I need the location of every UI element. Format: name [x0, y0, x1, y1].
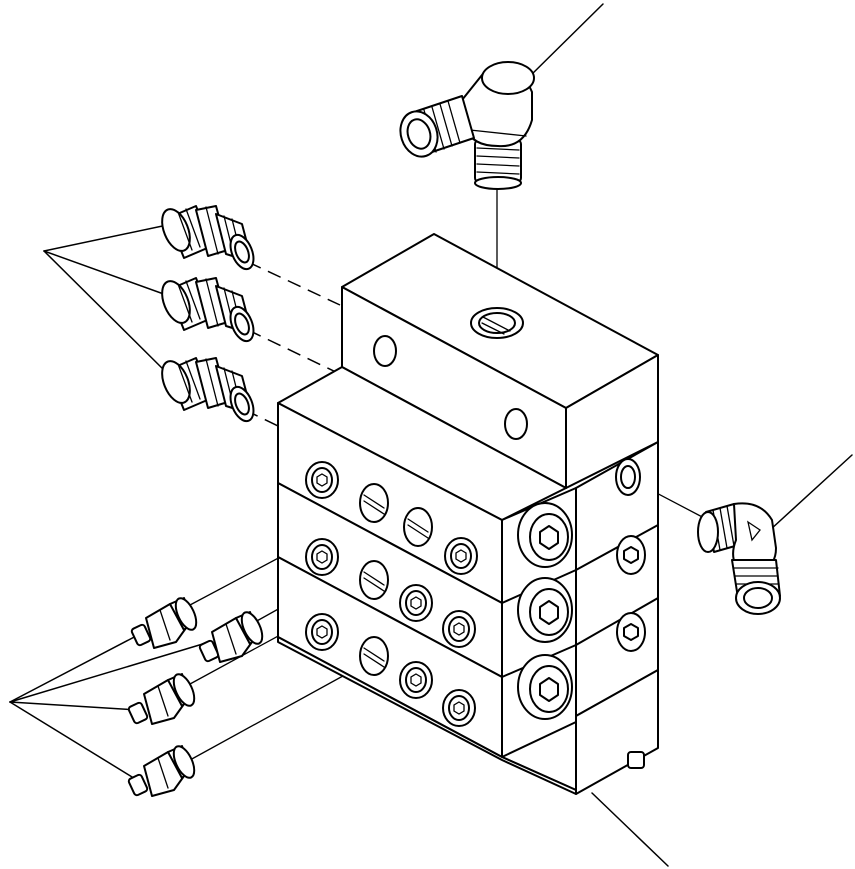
end-plug-1	[517, 502, 573, 568]
mounting-hole-left	[373, 335, 397, 367]
socket-screw-s2-a	[305, 538, 339, 576]
end-plug-2	[517, 577, 573, 643]
socket-screw-s3-a	[305, 613, 339, 651]
side-outlet-port	[615, 458, 641, 496]
centerline-nipple-2	[247, 329, 341, 375]
top-inlet-port-thread	[482, 316, 511, 332]
leader-fitting-1	[9, 633, 141, 703]
end-plug-3	[517, 654, 573, 720]
outlet-port-s1-a	[359, 483, 389, 523]
socket-screw-s2-b	[399, 584, 433, 622]
tube-fitting-3	[127, 673, 196, 725]
top-inlet-port-thread	[481, 322, 505, 335]
leader-right-elbow	[769, 454, 853, 531]
side-outlet-port-thread	[620, 465, 636, 489]
leader-nipple-1	[43, 223, 173, 252]
leader-block-bottom	[591, 792, 669, 867]
section-divider	[575, 524, 659, 571]
tube-fitting-2	[198, 611, 264, 663]
tube-fitting-4	[127, 745, 196, 797]
outlet-port-s1-b	[403, 507, 433, 547]
socket-screw-s2-c	[442, 610, 476, 648]
leader-fitting-2	[9, 642, 207, 703]
socket-screw-s3-b	[399, 661, 433, 699]
leader-nipple-2	[43, 250, 173, 298]
elbow-fitting-right	[697, 502, 781, 615]
base-plate-side	[575, 669, 659, 795]
section-divider	[501, 721, 577, 758]
outlet-port-s2-a	[359, 560, 389, 600]
hex-nipple-2	[161, 277, 255, 343]
section-divider	[575, 597, 659, 646]
elbow-fitting-top	[399, 61, 535, 190]
centerline-nipple-1	[247, 261, 341, 306]
outlet-port-s3-a	[359, 636, 389, 676]
leader-top-elbow	[527, 3, 604, 79]
hex-nipple-1	[161, 205, 255, 271]
valve-block	[277, 233, 659, 795]
socket-screw-s1-b	[444, 537, 478, 575]
socket-screw-s3-c	[442, 689, 476, 727]
leader-lines	[9, 3, 853, 867]
hex-nipple-3	[161, 357, 255, 423]
side-plug-1	[616, 535, 646, 575]
mounting-hole-right	[504, 408, 528, 440]
side-plug-2	[616, 612, 646, 652]
bottom-stub	[627, 751, 645, 769]
socket-screw-s1-a	[305, 461, 339, 499]
top-inlet-port-thread	[478, 312, 516, 334]
leader-fitting-3	[9, 701, 138, 711]
leader-fitting-4	[9, 701, 138, 781]
leader-nipple-3	[43, 250, 173, 379]
tube-fitting-1	[130, 597, 198, 649]
